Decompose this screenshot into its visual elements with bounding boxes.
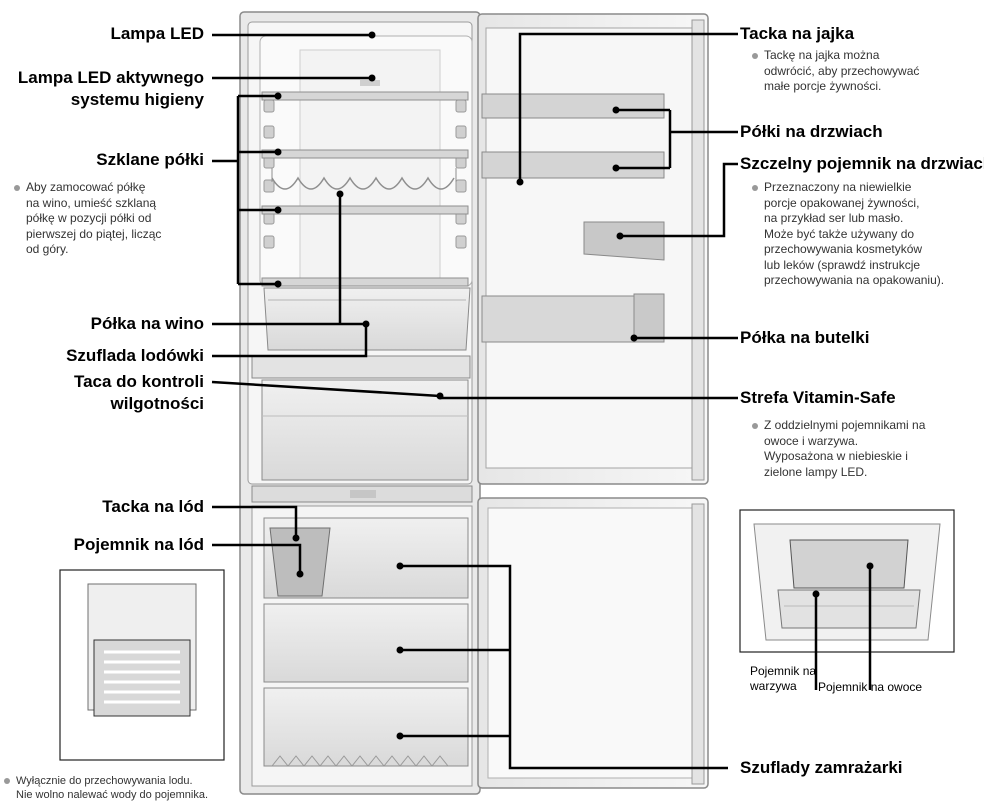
bullet-icon: [752, 52, 758, 59]
note-glass-shelves: Aby zamocować półkę na wino, umieść szkl…: [14, 180, 161, 258]
label-vitamin-safe: Strefa Vitamin-Safe: [740, 388, 896, 407]
label-wine-shelf: Półka na wino: [90, 314, 204, 333]
bullet-icon: [752, 422, 758, 429]
vitamin-safe-inset: [739, 509, 955, 653]
label-door-shelves: Półki na drzwiach: [740, 122, 883, 141]
note-sealed-container: Przeznaczony na niewielkie porcje opakow…: [752, 180, 944, 289]
note-egg-tray: Tackę na jajka można odwrócić, aby przec…: [752, 48, 919, 95]
bullet-icon: [752, 184, 758, 191]
label-bottle-shelf: Półka na butelki: [740, 328, 870, 347]
note-vitamin-safe: Z oddzielnymi pojemnikami na owoce i war…: [752, 418, 925, 480]
bullet-icon: [4, 778, 10, 785]
label-humidity-tray-2: wilgotności: [110, 394, 205, 413]
label-fridge-drawer: Szuflada lodówki: [66, 346, 204, 365]
label-ice-tray: Tacka na lód: [102, 497, 204, 516]
label-glass-shelves: Szklane półki: [96, 150, 204, 169]
note-ice-container: Wyłącznie do przechowywania lodu. Nie wo…: [4, 774, 208, 802]
label-egg-tray: Tacka na jajka: [740, 24, 855, 43]
label-freezer-drawers: Szuflady zamrażarki: [740, 758, 903, 777]
leader-dots: [274, 31, 874, 740]
ice-container-inset: [59, 569, 225, 761]
label-ice-container: Pojemnik na lód: [73, 535, 204, 554]
bullet-icon: [14, 184, 20, 191]
fridge-door: [477, 13, 709, 789]
label-hygiene-lamp-1: Lampa LED aktywnego: [17, 68, 204, 87]
label-sealed-container: Szczelny pojemnik na drzwiach: [740, 154, 984, 173]
leader-lines: [211, 32, 872, 770]
label-led-lamp: Lampa LED: [110, 24, 204, 43]
caption-fruit-container: Pojemnik na owoce: [818, 680, 923, 694]
label-hygiene-lamp-2: systemu higieny: [70, 90, 204, 109]
label-humidity-tray-1: Taca do kontroli: [73, 372, 204, 391]
caption-vegetable-container: Pojemnik na warzywa: [750, 664, 817, 693]
fridge-cabinet: [239, 11, 481, 795]
